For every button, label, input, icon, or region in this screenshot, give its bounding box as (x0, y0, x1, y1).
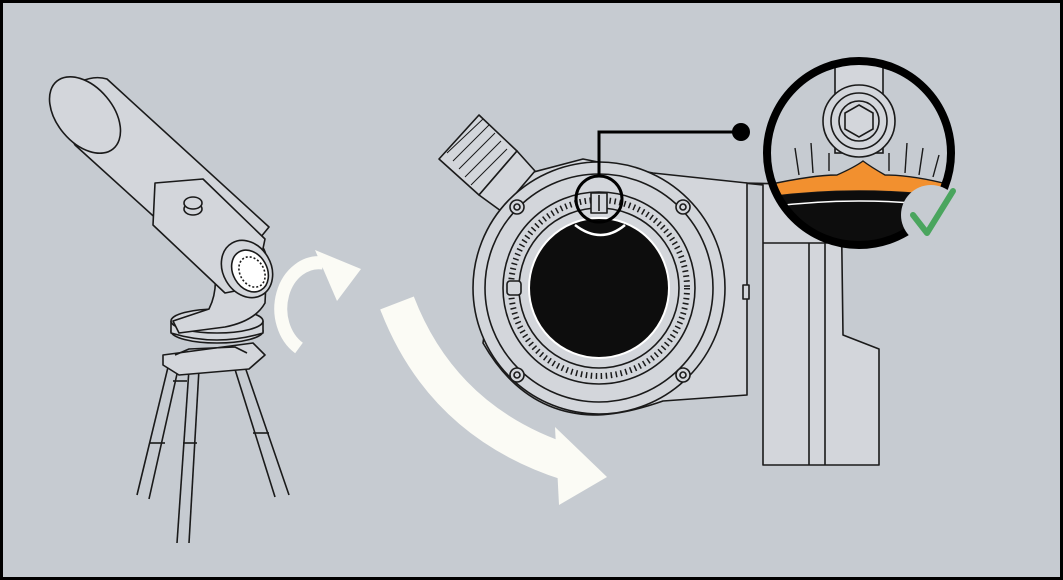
side-button (506, 280, 522, 296)
hex-screw (822, 62, 896, 158)
mount-closeup (438, 114, 880, 466)
lens (528, 217, 670, 359)
tube-end-cap (48, 75, 122, 155)
tripod-legs (136, 360, 290, 544)
mount-screws (509, 199, 691, 383)
telescope-on-tripod (48, 75, 290, 544)
knurled-knob (438, 114, 536, 212)
checkmark-icon (901, 185, 961, 245)
highlight-marker (574, 123, 750, 237)
zoom-inset (763, 57, 955, 249)
telescope-diagram (3, 3, 1060, 577)
transition-arrow-icon (380, 296, 607, 505)
rotate-arrow-icon (274, 250, 361, 354)
